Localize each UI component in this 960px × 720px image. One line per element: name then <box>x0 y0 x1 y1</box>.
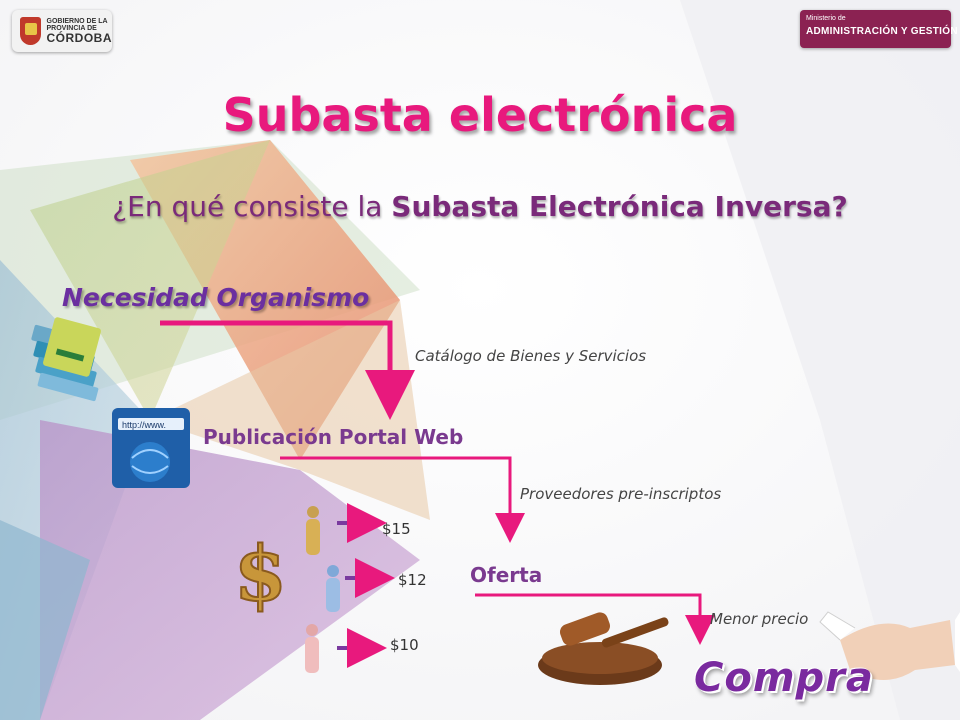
logo-right-line2: ADMINISTRACIÓN Y GESTIÓN PÚBLICA <box>806 26 960 37</box>
note-catalogo: Catálogo de Bienes y Servicios <box>415 347 647 365</box>
connector-offer-to-purchase <box>475 593 715 645</box>
connector-portal-to-offer <box>280 456 525 543</box>
bid-price: $10 <box>390 636 419 654</box>
person-icon <box>326 565 340 612</box>
step-oferta: Oferta <box>470 563 543 587</box>
person-icon <box>305 624 319 673</box>
step-necesidad-organismo: Necesidad Organismo <box>62 283 370 312</box>
connector-need-to-portal <box>160 320 415 420</box>
note-menor-precio: Menor precio <box>710 610 809 628</box>
logo-left-line3: CÓRDOBA <box>46 31 112 45</box>
logo-left-line2: PROVINCIA DE <box>46 25 97 32</box>
step-compra: Compra <box>694 655 874 701</box>
web-browser-icon: http://www. <box>112 408 190 488</box>
logo-left-line1: GOBIERNO DE LA <box>46 18 108 25</box>
note-proveedores: Proveedores pre-inscriptos <box>520 485 722 503</box>
dollar-icon: $ <box>233 528 288 619</box>
subtitle-emphasis: Subasta Electrónica Inversa? <box>391 190 848 223</box>
books-icon <box>31 317 101 402</box>
ministerio-logo: Ministerio de ADMINISTRACIÓN Y GESTIÓN P… <box>800 10 960 48</box>
bid-price: $15 <box>382 520 411 538</box>
gavel-icon <box>538 612 669 685</box>
handshake-icon <box>819 611 960 680</box>
svg-text:http://www.: http://www. <box>122 420 166 430</box>
step-publicacion-portal: Publicación Portal Web <box>203 425 464 449</box>
bid-price: $12 <box>398 571 427 589</box>
coat-of-arms-icon <box>20 17 41 45</box>
logo-right-line1: Ministerio de <box>806 15 846 22</box>
person-icon <box>306 506 320 555</box>
subtitle-question: ¿En qué consiste la <box>112 190 392 223</box>
gobierno-cordoba-logo: GOBIERNO DE LA PROVINCIA DE CÓRDOBA <box>12 10 112 52</box>
page-title: Subasta electrónica <box>222 88 738 142</box>
subtitle: ¿En qué consiste la Subasta Electrónica … <box>0 190 960 223</box>
svg-text:$: $ <box>234 529 287 618</box>
